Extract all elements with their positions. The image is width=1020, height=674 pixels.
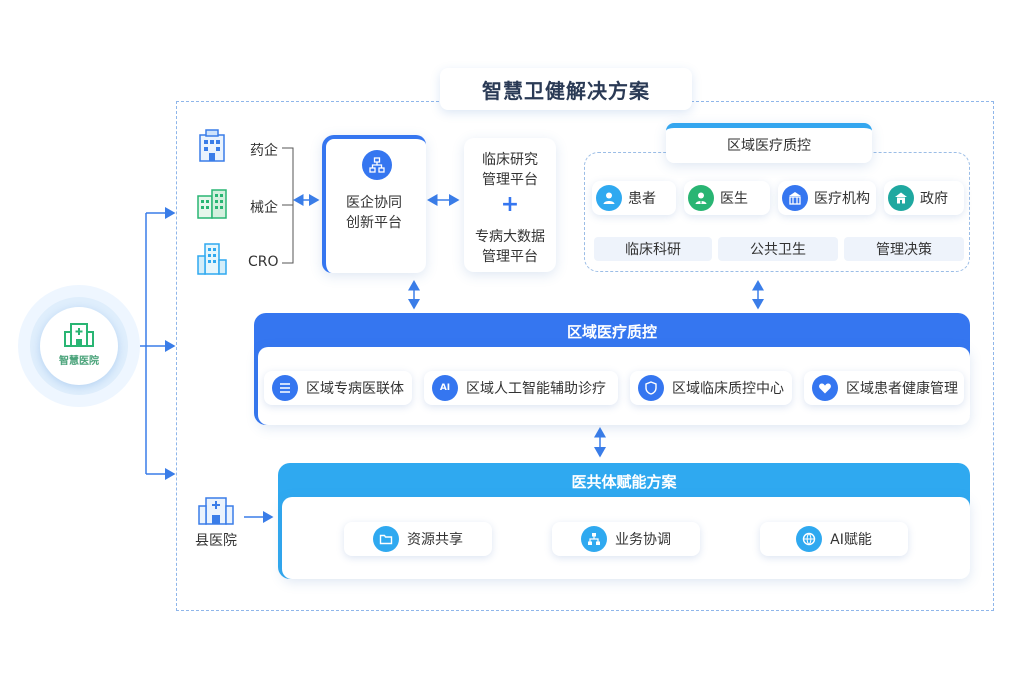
innovation-platform-line2: 创新平台 — [346, 215, 402, 231]
list-icon — [272, 375, 298, 401]
feature-business-coordination[interactable]: 业务协调 — [552, 522, 700, 556]
pharma-building-icon — [199, 129, 225, 162]
use-public-health: 公共卫生 — [718, 237, 838, 261]
org-chart-icon — [362, 150, 392, 180]
stakeholder-doctor-label: 医生 — [720, 191, 748, 207]
clinical-research-line2: 管理平台 — [482, 172, 538, 188]
page-title: 智慧卫健解决方案 — [440, 68, 692, 110]
feature-patient-health[interactable]: 区域患者健康管理 — [804, 371, 964, 405]
regional-qc-title: 区域医疗质控 — [566, 323, 657, 341]
feature-ai-empowerment-label: AI赋能 — [830, 532, 872, 548]
hospital-icon — [64, 323, 94, 347]
doctor-icon — [688, 185, 714, 211]
county-hospital-icon — [198, 497, 234, 525]
feature-ai-diagnosis-label: 区域人工智能辅助诊疗 — [466, 381, 606, 397]
disease-bigdata-line1: 专病大数据 — [475, 229, 545, 245]
clinical-research-platform: 临床研究 管理平台 — [464, 150, 556, 190]
feature-patient-health-label: 区域患者健康管理 — [846, 381, 958, 397]
feature-resource-sharing-label: 资源共享 — [407, 532, 463, 548]
shield-icon — [638, 375, 664, 401]
use-clinical-research: 临床科研 — [594, 237, 712, 261]
stakeholder-government[interactable]: 政府 — [884, 181, 964, 215]
stakeholder-government-label: 政府 — [920, 191, 948, 207]
feature-ai-diagnosis[interactable]: AI 区域人工智能辅助诊疗 — [424, 371, 618, 405]
stakeholder-institution-label: 医疗机构 — [814, 191, 870, 207]
stakeholder-patient[interactable]: 患者 — [592, 181, 676, 215]
patient-icon — [596, 185, 622, 211]
feature-resource-sharing[interactable]: 资源共享 — [344, 522, 492, 556]
stakeholder-panel-title: 区域医疗质控 — [727, 138, 811, 154]
institution-icon — [782, 185, 808, 211]
feature-ai-empowerment[interactable]: AI赋能 — [760, 522, 908, 556]
feature-specialty-alliance[interactable]: 区域专病医联体 — [264, 371, 412, 405]
ai-globe-icon — [796, 526, 823, 552]
innovation-platform-label: 医企协同 创新平台 — [322, 193, 426, 233]
cro-tower-icon — [197, 243, 227, 275]
feature-qc-center-label: 区域临床质控中心 — [672, 381, 784, 397]
entity-device: 械企 — [250, 200, 278, 216]
feature-qc-center[interactable]: 区域临床质控中心 — [630, 371, 792, 405]
entity-cro: CRO — [248, 254, 279, 270]
network-icon — [581, 526, 607, 552]
smart-hospital-label: 智慧医院 — [59, 356, 99, 367]
stakeholder-panel-header — [666, 123, 872, 163]
folder-icon — [373, 526, 399, 552]
use-management-decision: 管理决策 — [844, 237, 964, 261]
heart-icon — [812, 375, 838, 401]
feature-specialty-alliance-label: 区域专病医联体 — [306, 381, 404, 397]
disease-bigdata-platform: 专病大数据 管理平台 — [464, 227, 556, 267]
device-factory-icon — [197, 189, 227, 219]
innovation-platform-line1: 医企协同 — [346, 195, 402, 211]
disease-bigdata-line2: 管理平台 — [482, 249, 538, 265]
clinical-research-line1: 临床研究 — [482, 152, 538, 168]
research-bigdata-card[interactable] — [464, 138, 556, 272]
stakeholder-doctor[interactable]: 医生 — [684, 181, 770, 215]
stakeholder-institution[interactable]: 医疗机构 — [778, 181, 876, 215]
empowerment-title: 医共体赋能方案 — [571, 473, 677, 491]
ai-icon: AI — [432, 375, 458, 401]
feature-business-coordination-label: 业务协调 — [615, 532, 671, 548]
entity-pharma: 药企 — [250, 143, 278, 159]
plus-sign: + — [500, 192, 520, 217]
county-hospital-label: 县医院 — [195, 533, 237, 549]
stakeholder-patient-label: 患者 — [628, 191, 656, 207]
government-icon — [888, 185, 914, 211]
